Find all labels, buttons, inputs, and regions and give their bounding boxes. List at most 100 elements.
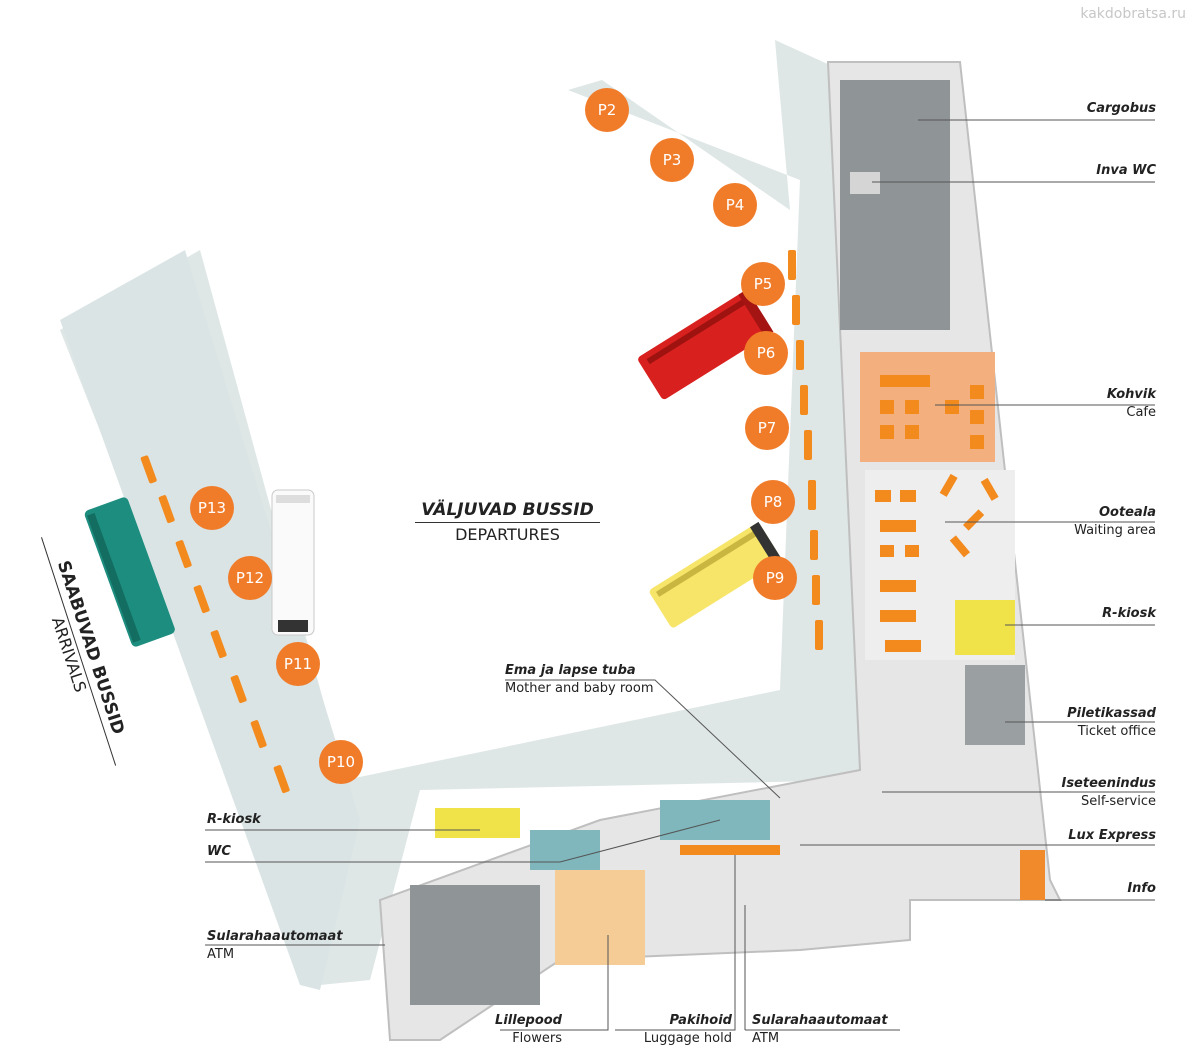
label-atm-left: Sularahaautomaat ATM (207, 928, 343, 964)
label-wc: WC (207, 843, 231, 861)
bay-label: P10 (327, 753, 355, 771)
bay-circle (190, 486, 234, 530)
r-kiosk-left-room (435, 808, 520, 838)
label-r-kiosk-left: R-kiosk (207, 811, 261, 829)
bay-circle (713, 183, 757, 227)
flowers-room (555, 870, 645, 965)
label-atm-bottom-sub: ATM (752, 1031, 780, 1046)
departures-title-sub: DEPARTURES (455, 525, 560, 544)
bay-circle (753, 556, 797, 600)
label-iseteenindus-sub: Self-service (1081, 794, 1156, 809)
label-lux-express-main: Lux Express (1068, 828, 1156, 843)
label-r-kiosk-right: R-kiosk (1102, 605, 1156, 623)
watermark: kakdobratsa.ru (1080, 6, 1186, 22)
bay-p5: P5 (741, 262, 785, 306)
arrivals-platform (60, 250, 360, 990)
bay-label: P12 (236, 569, 264, 587)
bay-label: P11 (284, 655, 312, 673)
label-pakihoid-main: Pakihoid (669, 1013, 732, 1028)
ticket-office-room (965, 665, 1025, 745)
bay-p10: P10 (319, 740, 363, 784)
label-cargobus-main: Cargobus (1086, 101, 1156, 116)
bay-circle (276, 642, 320, 686)
cargobus-room (840, 80, 950, 330)
label-kohvik-sub: Cafe (1126, 405, 1156, 420)
label-r-kiosk-left-main: R-kiosk (207, 812, 261, 827)
teal-bus (84, 497, 175, 647)
bay-p6: P6 (744, 331, 788, 375)
bay-label: P2 (598, 101, 617, 119)
bay-p3: P3 (650, 138, 694, 182)
label-ema-ja-lapse-main: Ema ja lapse tuba (505, 663, 636, 678)
inva-wc-room (850, 172, 880, 194)
label-kohvik: Kohvik Cafe (1107, 386, 1156, 422)
info-room (1020, 850, 1045, 900)
bay-circle (319, 740, 363, 784)
bay-p9: P9 (753, 556, 797, 600)
label-info: Info (1127, 880, 1156, 898)
label-wc-main: WC (207, 844, 231, 859)
label-r-kiosk-right-main: R-kiosk (1102, 606, 1156, 621)
label-lillepood-sub: Flowers (512, 1031, 562, 1046)
bay-circle (751, 480, 795, 524)
yellow-bus (649, 521, 783, 628)
bay-p13: P13 (190, 486, 234, 530)
label-ema-ja-lapse: Ema ja lapse tuba Mother and baby room (505, 662, 654, 698)
bay-circle (745, 406, 789, 450)
r-kiosk-right-room (955, 600, 1015, 655)
label-piletikassad-sub: Ticket office (1077, 724, 1156, 739)
bay-circle (228, 556, 272, 600)
label-lillepood-main: Lillepood (495, 1013, 562, 1028)
terminal-building (378, 61, 1062, 1041)
bay-label: P8 (764, 493, 783, 511)
bay-label: P6 (757, 344, 776, 362)
label-atm-bottom: Sularahaautomaat ATM (752, 1012, 888, 1048)
label-kohvik-main: Kohvik (1106, 387, 1156, 402)
bay-p4: P4 (713, 183, 757, 227)
bay-circle (650, 138, 694, 182)
label-ema-ja-lapse-sub: Mother and baby room (505, 681, 654, 696)
waiting-seats (875, 473, 999, 652)
label-piletikassad-main: Piletikassad (1067, 706, 1156, 721)
bay-p7: P7 (745, 406, 789, 450)
bay-label: P9 (766, 569, 785, 587)
mother-baby-room (660, 800, 770, 840)
bay-p8: P8 (751, 480, 795, 524)
label-inva-wc: Inva WC (1096, 162, 1156, 180)
label-atm-left-main: Sularahaautomaat (207, 929, 343, 944)
label-iseteenindus: Iseteenindus Self-service (1061, 775, 1156, 811)
label-piletikassad: Piletikassad Ticket office (1067, 705, 1156, 741)
label-iseteenindus-main: Iseteenindus (1061, 776, 1156, 791)
white-bus (271, 489, 315, 636)
bay-label: P3 (663, 151, 682, 169)
bay-label: P13 (198, 499, 226, 517)
label-lux-express: Lux Express (1068, 827, 1156, 845)
label-ooteala-main: Ooteala (1098, 505, 1156, 520)
bay-label: P7 (758, 419, 777, 437)
bay-p11: P11 (276, 642, 320, 686)
label-atm-bottom-main: Sularahaautomaat (752, 1013, 888, 1028)
bay-label: P5 (754, 275, 773, 293)
departures-title: VÄLJUVAD BUSSID DEPARTURES (415, 500, 600, 544)
bay-p12: P12 (228, 556, 272, 600)
bay-circle (744, 331, 788, 375)
label-inva-wc-main: Inva WC (1096, 163, 1156, 178)
label-ooteala-sub: Waiting area (1074, 523, 1156, 538)
departures-title-main: VÄLJUVAD BUSSID (415, 500, 600, 523)
luggage-room (410, 885, 540, 1005)
label-cargobus: Cargobus (1087, 100, 1156, 118)
label-atm-left-sub: ATM (207, 947, 235, 962)
label-info-main: Info (1127, 881, 1156, 896)
label-pakihoid-sub: Luggage hold (643, 1031, 732, 1046)
arrival-benches (140, 455, 290, 794)
bay-circle (585, 88, 629, 132)
label-pakihoid: Pakihoid Luggage hold (560, 1012, 732, 1048)
bay-p2: P2 (585, 88, 629, 132)
bay-label: P4 (726, 196, 745, 214)
cafe-tables (880, 375, 984, 449)
departure-benches (788, 250, 823, 650)
label-ooteala: Ooteala Waiting area (1074, 504, 1156, 540)
wc-room (530, 830, 600, 870)
